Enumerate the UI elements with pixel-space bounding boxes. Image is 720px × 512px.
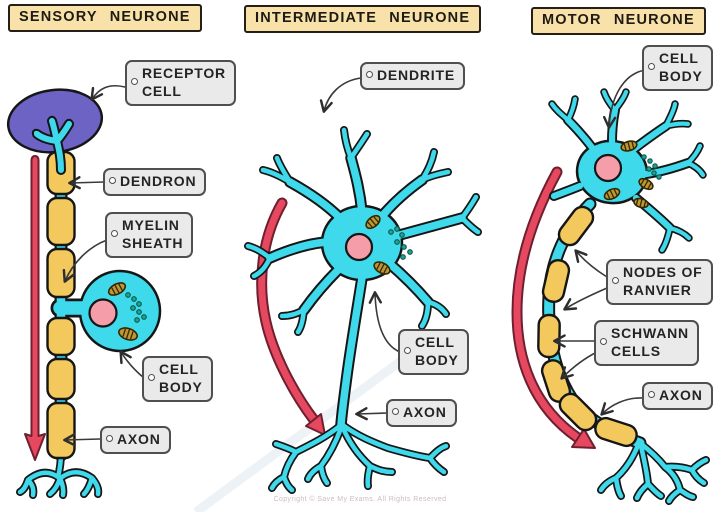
impulse-arrow-motor [571, 428, 596, 449]
tag-hole-icon [148, 374, 155, 382]
schwann-cell-segments [537, 205, 638, 448]
label-text: DENDRON [120, 173, 197, 189]
intermediate-neurone-drawing [244, 126, 482, 494]
label-text: RECEPTOR CELL [142, 65, 226, 99]
leader-nodes-of-ranvier-lower [563, 287, 608, 311]
tag-hole-icon [600, 338, 607, 346]
title-intermediate-neurone: INTERMEDIATE NEURONE [244, 5, 482, 33]
label-myelin-sheath: MYELIN SHEATH [105, 212, 194, 258]
tag-hole-icon [109, 177, 116, 185]
nucleus-sensory [88, 298, 118, 328]
label-axon-motor: AXON [642, 382, 713, 410]
nucleus-motor [593, 153, 623, 183]
impulse-arrow-sensory [24, 155, 46, 461]
label-schwann-cells: SCHWANN CELLS [594, 320, 699, 366]
label-text: NODES OF RANVIER [623, 264, 703, 298]
leader-schwann-cells-lower [560, 351, 598, 380]
label-text: CELL BODY [159, 361, 203, 395]
organelles-sensory [107, 282, 147, 341]
leader-axon-motor [600, 397, 645, 416]
copyright-notice: Copyright © Save My Exams. All Rights Re… [273, 496, 447, 503]
tag-hole-icon [366, 71, 373, 79]
label-text: AXON [403, 404, 447, 420]
leader-receptor-cell [90, 84, 126, 101]
label-text: AXON [659, 387, 703, 403]
leader-dendrite [319, 77, 362, 113]
label-axon-sensory: AXON [100, 426, 171, 454]
tag-hole-icon [612, 277, 619, 285]
label-dendron: DENDRON [103, 168, 207, 196]
tag-hole-icon [392, 408, 399, 416]
label-cell-body-sensory: CELL BODY [142, 356, 213, 402]
label-dendrite: DENDRITE [360, 62, 465, 90]
nucleus-intermediate [344, 232, 374, 262]
leader-cell-body-sensory [119, 350, 145, 379]
title-motor-neurone: MOTOR NEURONE [531, 7, 706, 35]
leader-myelin-sheath [62, 239, 108, 283]
leader-cell-body-motor [602, 69, 647, 129]
organelles-motor [603, 140, 662, 209]
label-cell-body-intermediate: CELL BODY [398, 329, 469, 375]
label-leader-lines [62, 69, 647, 447]
leader-axon-sensory [63, 433, 101, 447]
tag-hole-icon [131, 78, 138, 86]
label-axon-intermediate: AXON [386, 399, 457, 427]
tag-hole-icon [648, 391, 655, 399]
label-receptor-cell: RECEPTOR CELL [125, 60, 236, 106]
myelin-sheath-segments [46, 150, 76, 460]
title-sensory-neurone: SENSORY NEURONE [8, 4, 202, 32]
tag-hole-icon [111, 230, 118, 238]
leader-dendron [68, 176, 105, 190]
label-text: CELL BODY [659, 50, 703, 84]
tag-hole-icon [404, 347, 411, 355]
leader-axon-intermediate [355, 407, 389, 421]
label-text: CELL BODY [415, 334, 459, 368]
label-text: DENDRITE [377, 67, 455, 83]
tag-hole-icon [106, 435, 113, 443]
motor-neurone-drawing [511, 88, 710, 505]
tag-hole-icon [648, 63, 655, 71]
sensory-neurone-drawing [6, 88, 162, 499]
label-cell-body-motor: CELL BODY [642, 45, 713, 91]
label-text: AXON [117, 431, 161, 447]
label-text: SCHWANN CELLS [611, 325, 689, 359]
label-text: MYELIN SHEATH [122, 217, 184, 251]
leader-cell-body-intermediate [368, 291, 401, 353]
label-nodes-of-ranvier: NODES OF RANVIER [606, 259, 713, 305]
organelles-intermediate [365, 214, 413, 275]
leader-nodes-of-ranvier-upper [574, 249, 608, 278]
impulse-arrow-intermediate [305, 413, 326, 436]
